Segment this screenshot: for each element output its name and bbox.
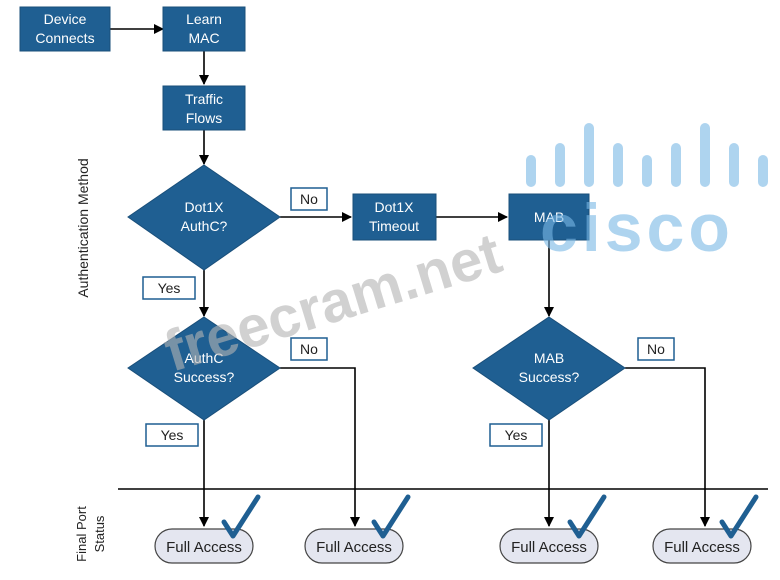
decision-dot1x-authc: Dot1X AuthC? [127, 164, 281, 271]
node-label-line: Success? [519, 369, 580, 385]
node-label-line: Traffic [185, 91, 223, 107]
outcome-full-access-3: Full Access [499, 494, 607, 564]
node-traffic-flows: Traffic Flows [162, 85, 246, 131]
edge-label-text: Yes [158, 280, 181, 296]
node-label-line: MAB [534, 209, 564, 225]
outcome-full-access-1: Full Access [154, 494, 261, 564]
edge-label-mab-success-no: No [637, 337, 675, 361]
edge-mab-success-no [625, 367, 710, 527]
node-label-line: Learn [186, 11, 222, 27]
edge-label-text: No [300, 341, 318, 357]
edge-label-text: No [300, 191, 318, 207]
node-label-line: Success? [174, 369, 235, 385]
outcome-label: Full Access [166, 539, 242, 556]
decision-authc-success: AuthC Success? [127, 316, 281, 421]
checkmark-icon [371, 494, 411, 539]
checkmark-icon [719, 494, 759, 539]
node-label-line: Dot1X [375, 199, 415, 215]
edge-label-text: No [647, 341, 665, 357]
edge-label-mab-success-yes: Yes [489, 423, 543, 447]
edge-label-dot1x-yes: Yes [142, 276, 196, 300]
outcome-full-access-4: Full Access [652, 494, 759, 564]
edge-label-authc-success-no: No [290, 337, 328, 361]
edge-label-authc-success-yes: Yes [145, 423, 199, 447]
outcome-label: Full Access [511, 539, 587, 556]
node-label-line: MAB [534, 350, 564, 366]
outcome-label: Full Access [316, 539, 392, 556]
section-label-final-port: Final Port [74, 506, 89, 562]
section-label-authentication-method: Authentication Method [75, 158, 91, 297]
node-label-line: AuthC? [181, 218, 228, 234]
section-label-status: Status [92, 515, 107, 552]
edge-label-text: Yes [505, 427, 528, 443]
connectors [110, 24, 710, 527]
outcome-label: Full Access [664, 539, 740, 556]
edge-label-text: Yes [161, 427, 184, 443]
node-mab: MAB [508, 193, 590, 241]
node-device-connects: Device Connects [19, 6, 111, 52]
node-label-line: Timeout [369, 218, 419, 234]
node-label-line: Connects [35, 30, 94, 46]
node-label-line: Flows [186, 110, 223, 126]
node-label-line: Device [44, 11, 87, 27]
edge-label-dot1x-no: No [290, 187, 328, 211]
node-label-line: AuthC [185, 350, 224, 366]
node-label-line: MAC [188, 30, 219, 46]
decision-mab-success: MAB Success? [472, 316, 626, 421]
checkmark-icon [567, 494, 607, 539]
cisco-watermark-text: cisco [540, 190, 734, 266]
node-learn-mac: Learn MAC [162, 6, 246, 52]
checkmark-icon [221, 494, 261, 539]
cisco-watermark: cisco [526, 123, 768, 266]
edge-authc-success-no [280, 367, 360, 527]
node-label-line: Dot1X [185, 199, 225, 215]
cisco-logo-bars [526, 123, 768, 187]
outcome-full-access-2: Full Access [304, 494, 411, 564]
node-dot1x-timeout: Dot1X Timeout [352, 193, 437, 241]
